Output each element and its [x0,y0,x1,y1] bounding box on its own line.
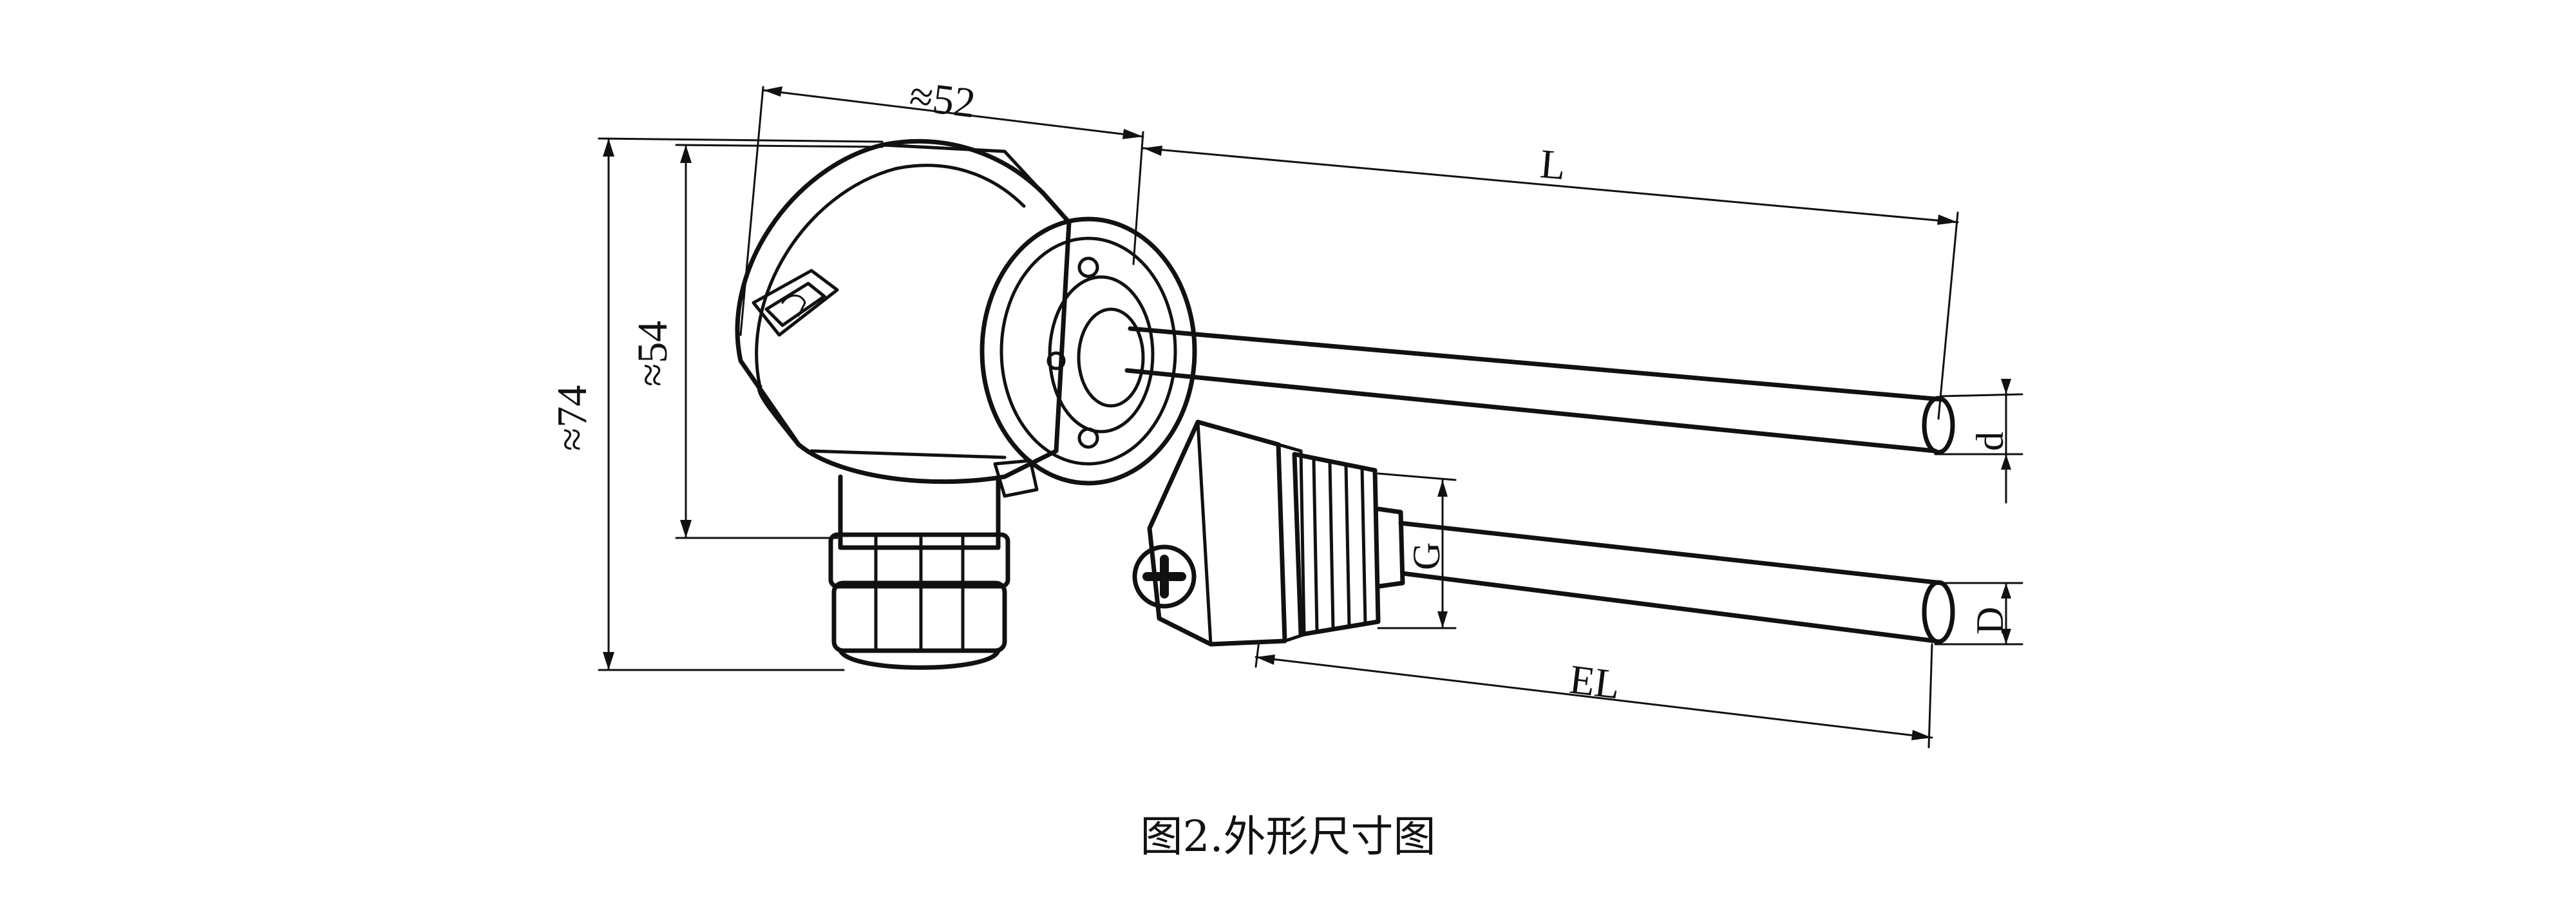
label-height-total: ≈74 [549,385,596,451]
label-sheath-diameter: D [1969,607,2011,635]
figure-caption: 图2.外形尺寸图 [1140,812,1436,861]
label-height-head: ≈54 [629,321,676,387]
head-front-face [980,216,1197,486]
label-insert-length: EL [1567,656,1622,707]
label-length: L [1539,140,1567,188]
dimension-lines [598,86,2023,749]
probe-tube [1124,326,1955,455]
label-tube-diameter: d [1969,432,2011,451]
junction-head [735,139,1072,498]
protective-sheath [1398,521,1955,644]
hex-fitting [1132,419,1306,647]
label-thread: G [1405,542,1448,570]
cable-gland [828,474,1010,670]
label-width-head: ≈52 [907,72,978,127]
threaded-section [1292,452,1405,637]
